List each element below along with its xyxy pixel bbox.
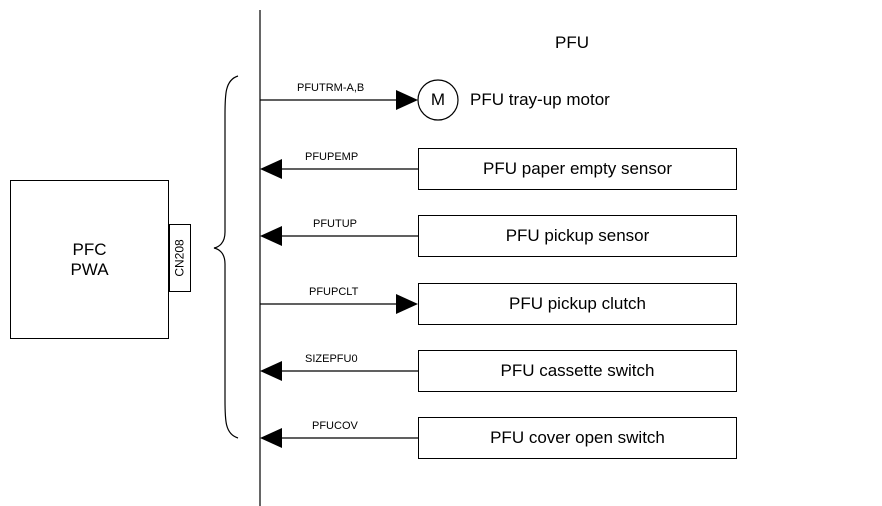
- arrow-in-pfucov: [260, 428, 282, 448]
- component-cover-open-switch: PFU cover open switch: [418, 417, 737, 459]
- arrow-in-sizepfu0: [260, 361, 282, 381]
- arrow-out-pfutrm: [396, 90, 418, 110]
- component-pickup-sensor: PFU pickup sensor: [418, 215, 737, 257]
- component-cassette-switch: PFU cassette switch: [418, 350, 737, 392]
- component-tray-up-motor: PFU tray-up motor: [470, 90, 610, 109]
- connector-label: CN208: [173, 239, 188, 277]
- signal-label-sizepfu0: SIZEPFU0: [305, 353, 358, 365]
- motor-symbol: [417, 79, 459, 121]
- arrow-out-pfupclt: [396, 294, 418, 314]
- signal-label-pfupemp: PFUPEMP: [305, 151, 359, 163]
- arrow-in-pfupemp: [260, 159, 282, 179]
- motor-symbol-label: M: [430, 90, 446, 109]
- signal-label-pfupclt: PFUPCLT: [309, 286, 359, 298]
- component-pickup-clutch: PFU pickup clutch: [418, 283, 737, 325]
- signal-label-pfutup: PFUTUP: [313, 218, 357, 230]
- signal-label-pfucov: PFUCOV: [312, 420, 358, 432]
- signal-label-pfutrm: PFUTRM-A,B: [297, 82, 365, 94]
- pfc-pwa-board: PFC PWA: [10, 180, 169, 339]
- pwa-label: PWA: [70, 259, 109, 279]
- pfu-title: PFU: [555, 33, 589, 52]
- component-paper-empty-sensor: PFU paper empty sensor: [418, 148, 737, 190]
- pfc-label: PFC: [72, 239, 107, 259]
- connector-cn208: CN208: [169, 224, 191, 292]
- arrow-in-pfutup: [260, 226, 282, 246]
- harness-brace: [213, 75, 239, 439]
